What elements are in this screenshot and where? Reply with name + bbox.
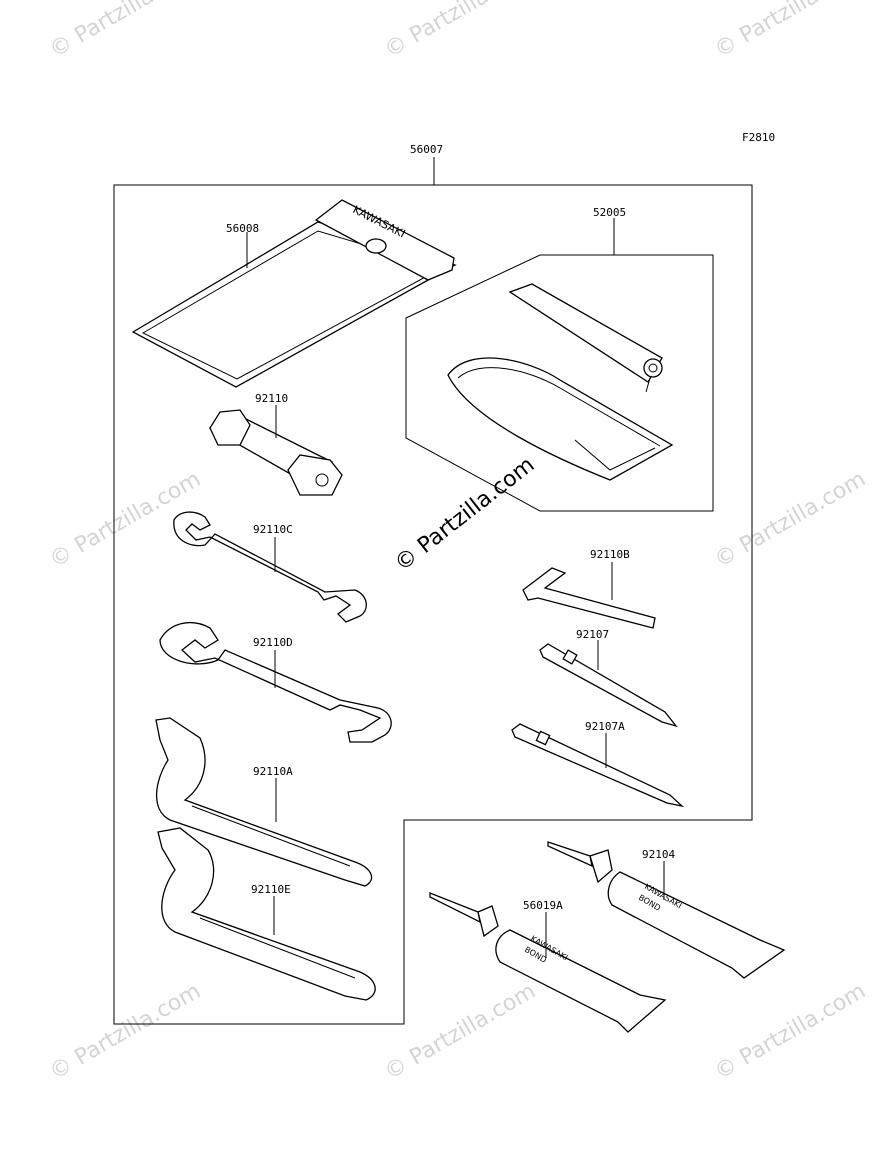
watermark: © Partzilla.com bbox=[711, 467, 871, 574]
pump-part[interactable] bbox=[447, 283, 674, 481]
bond-tube-part[interactable]: KAWASAKI BOND bbox=[547, 841, 786, 979]
bond-tube-a-part[interactable]: KAWASAKI BOND bbox=[429, 892, 667, 1033]
label-56019A[interactable]: 56019A bbox=[523, 899, 563, 912]
label-92110C[interactable]: 92110C bbox=[253, 523, 293, 536]
watermark: © Partzilla.com bbox=[46, 0, 206, 63]
tool-pouch-part[interactable]: KAWASAKI bbox=[131, 199, 457, 388]
screwdriver-a-part[interactable] bbox=[511, 723, 685, 808]
label-92110A[interactable]: 92110A bbox=[253, 765, 293, 778]
figure-code: F2810 bbox=[742, 131, 775, 144]
label-92107[interactable]: 92107 bbox=[576, 628, 609, 641]
wrench-small-part[interactable] bbox=[173, 511, 367, 623]
plug-wrench-part[interactable] bbox=[208, 409, 343, 496]
pump-sub-frame bbox=[405, 254, 714, 512]
watermark: © Partzilla.com bbox=[381, 0, 541, 63]
label-92104[interactable]: 92104 bbox=[642, 848, 675, 861]
screwdriver-part[interactable] bbox=[539, 643, 678, 728]
label-92110E[interactable]: 92110E bbox=[251, 883, 291, 896]
assembly-frame bbox=[113, 184, 753, 1025]
center-watermark: © Partzilla.com bbox=[390, 453, 539, 577]
label-92110B[interactable]: 92110B bbox=[590, 548, 630, 561]
hex-key-part[interactable] bbox=[522, 567, 656, 629]
hook-wrench-e-part[interactable] bbox=[157, 827, 376, 1001]
label-92110D[interactable]: 92110D bbox=[253, 636, 293, 649]
label-56008[interactable]: 56008 bbox=[226, 222, 259, 235]
watermark: © Partzilla.com bbox=[46, 979, 206, 1086]
label-92110[interactable]: 92110 bbox=[255, 392, 288, 405]
hook-wrench-part[interactable] bbox=[155, 717, 373, 887]
watermark: © Partzilla.com bbox=[711, 979, 871, 1086]
label-92107A[interactable]: 92107A bbox=[585, 720, 625, 733]
label-56007[interactable]: 56007 bbox=[410, 143, 443, 156]
wrench-large-part[interactable] bbox=[159, 622, 392, 743]
label-52005[interactable]: 52005 bbox=[593, 206, 626, 219]
watermark: © Partzilla.com bbox=[711, 0, 871, 63]
